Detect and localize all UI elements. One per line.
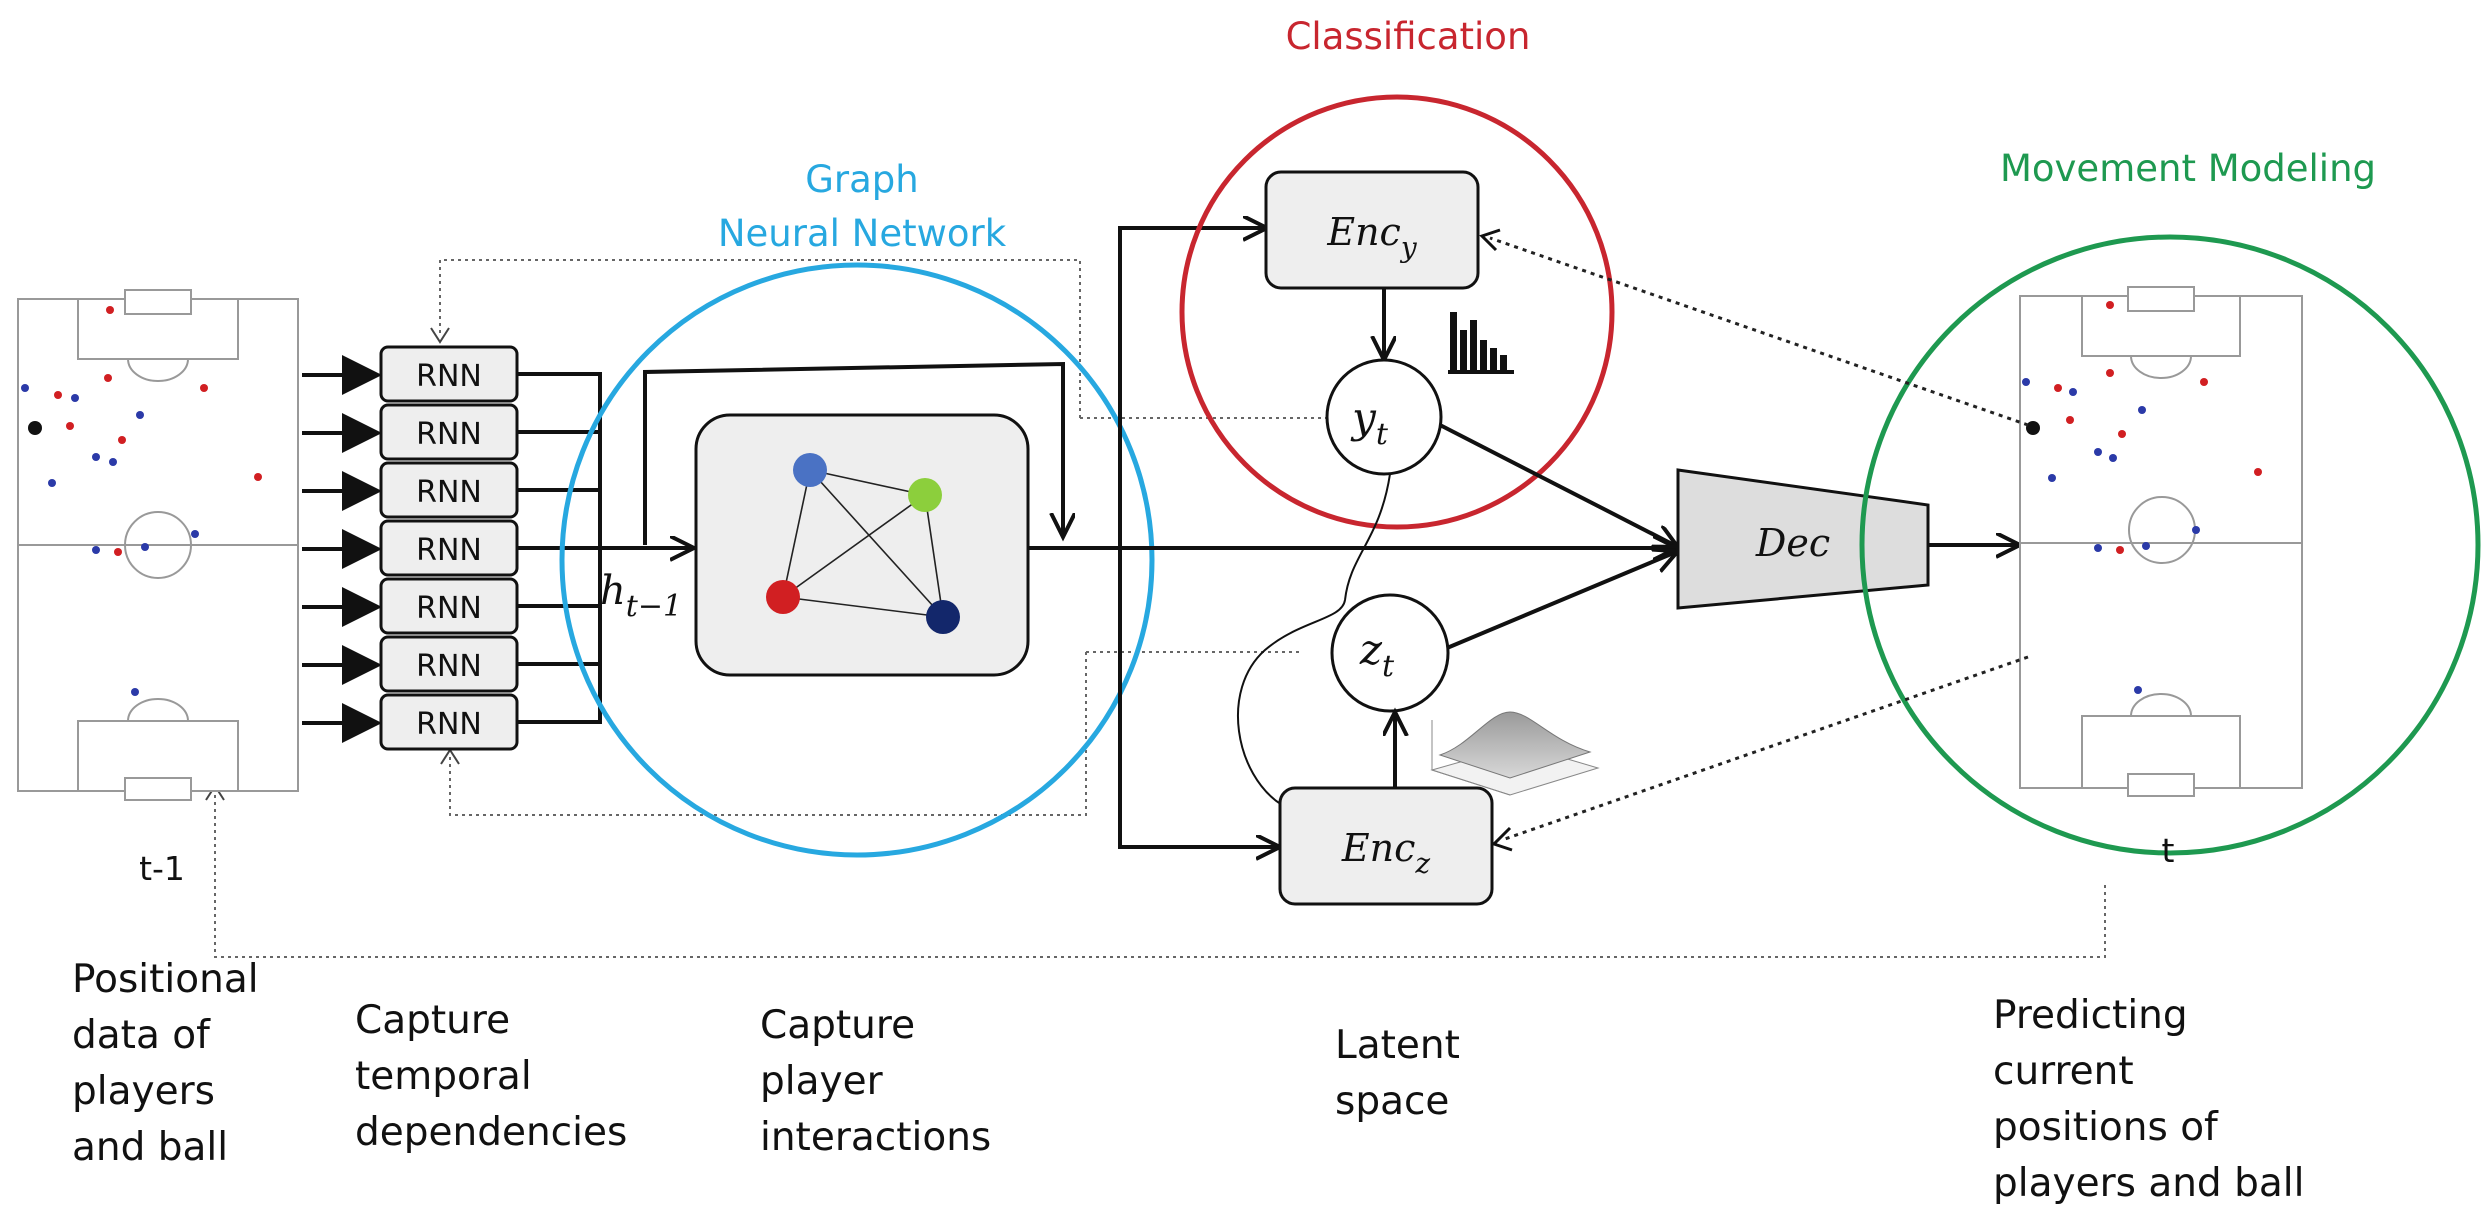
svg-text:space: space: [1335, 1079, 1449, 1124]
svg-text:Latent: Latent: [1335, 1023, 1460, 1068]
caption-predicting-positions: Predicting current positions of players …: [1993, 993, 2304, 1206]
graph-node-red: [766, 580, 800, 614]
svg-text:interactions: interactions: [760, 1115, 991, 1160]
svg-text:dependencies: dependencies: [355, 1110, 627, 1155]
svg-text:data of: data of: [72, 1013, 211, 1058]
rnn-unit: RNN: [379, 403, 519, 461]
player-markers-right: [2022, 301, 2262, 694]
svg-text:yt: yt: [1350, 393, 1389, 452]
svg-text:players and ball: players and ball: [1993, 1161, 2304, 1206]
dotted-arrowhead-rnn-top: [430, 327, 450, 344]
rnn-unit: RNN: [379, 345, 519, 403]
svg-text:positions of: positions of: [1993, 1105, 2219, 1150]
movement-modeling-title: Movement Modeling: [2000, 147, 2376, 190]
gnn-region-circle: [559, 262, 1155, 858]
latent-to-decoder-arrows: [1439, 423, 1676, 650]
time-label-current: t: [2162, 831, 2175, 870]
input-arrows: [302, 355, 382, 743]
rnn-unit-label: RNN: [416, 359, 482, 394]
gnn-title-line1: Graph: [805, 158, 919, 201]
soccer-pitch-icon: [17, 289, 299, 801]
svg-text:current: current: [1993, 1049, 2134, 1094]
rnn-unit: RNN: [379, 519, 519, 577]
caption-positional-data: Positional data of players and ball: [72, 957, 259, 1170]
decoder-block: Dec: [1676, 468, 1930, 610]
movement-modeling-region-circle: [1859, 234, 2481, 856]
svg-text:Dec: Dec: [1755, 521, 1830, 565]
gnn-title-line2: Neural Network: [718, 212, 1007, 255]
rnn-unit-label: RNN: [416, 591, 482, 626]
latent-dependency-curve: [1237, 473, 1391, 806]
svg-text:Ency: Ency: [1326, 210, 1418, 264]
classification-title: Classification: [1286, 15, 1531, 58]
time-label-prev: t-1: [139, 849, 185, 888]
3d-surface-plot-icon: [1430, 711, 1600, 796]
rnn-unit-label: RNN: [416, 417, 482, 452]
graph-node-navy: [926, 600, 960, 634]
hidden-state-label: ht−1: [600, 568, 682, 624]
rnn-unit: RNN: [379, 461, 519, 519]
rnn-unit-label: RNN: [416, 649, 482, 684]
svg-text:zt: zt: [1359, 625, 1395, 684]
classification-region-circle: [1179, 94, 1615, 530]
rnn-unit: RNN: [379, 693, 519, 751]
svg-text:Positional: Positional: [72, 957, 259, 1002]
dotted-arrowhead-enc-z: [1491, 826, 1513, 852]
svg-text:Predicting: Predicting: [1993, 993, 2188, 1038]
dotted-arrowhead-enc-y: [1479, 228, 1501, 252]
graph-node-green: [908, 478, 942, 512]
caption-temporal-dependencies: Capture temporal dependencies: [355, 998, 627, 1155]
rnn-unit-label: RNN: [416, 707, 482, 742]
hidden-state-connections: [600, 361, 1063, 548]
graph-node-blue: [793, 453, 827, 487]
svg-text:players: players: [72, 1069, 215, 1114]
rnn-unit: RNN: [379, 635, 519, 693]
rnn-output-lines: [517, 372, 602, 724]
rnn-unit-label: RNN: [416, 533, 482, 568]
caption-player-interactions: Capture player interactions: [760, 1003, 991, 1160]
svg-text:player: player: [760, 1059, 884, 1104]
caption-latent-space: Latent space: [1335, 1023, 1460, 1124]
enc-z-box: Encz: [1278, 786, 1494, 906]
svg-text:Capture: Capture: [760, 1003, 915, 1048]
graph-box: [694, 413, 1030, 677]
enc-y-box: Ency: [1264, 170, 1480, 290]
rnn-unit-label: RNN: [416, 475, 482, 510]
svg-text:and ball: and ball: [72, 1125, 228, 1170]
bar-chart-icon: [1448, 312, 1514, 374]
y-node: yt: [1325, 358, 1443, 476]
dotted-encoder-inputs: [1489, 236, 2029, 842]
rnn-stack: RNN RNN RNN RNN RNN RNN RNN: [379, 345, 519, 751]
svg-text:Capture: Capture: [355, 998, 510, 1043]
soccer-pitch-icon: [2019, 286, 2303, 797]
svg-text:Encz: Encz: [1341, 826, 1431, 880]
rnn-unit: RNN: [379, 577, 519, 635]
z-node: zt: [1330, 593, 1450, 713]
svg-text:temporal: temporal: [355, 1054, 532, 1099]
player-markers-left: [21, 306, 262, 696]
gnn-output-lines: [1028, 228, 1675, 847]
